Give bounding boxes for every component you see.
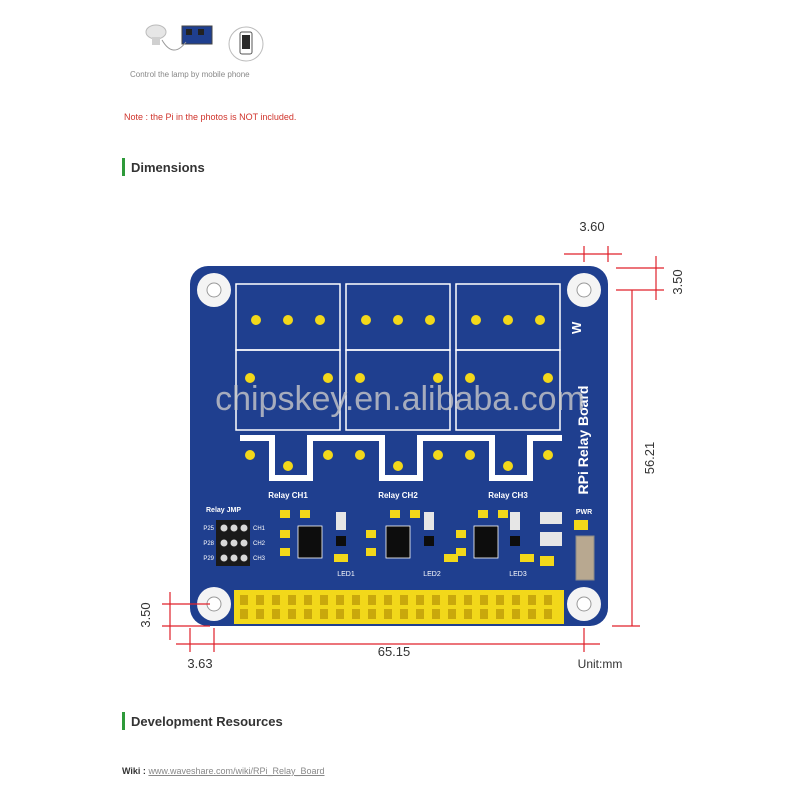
relay-channel-3 (455, 283, 561, 471)
jumper-channel-label: CH2 (253, 541, 266, 547)
gpio-pin (256, 609, 264, 619)
gpio-pin (384, 595, 392, 605)
gpio-pin (256, 595, 264, 605)
dim-unit: Unit:mm (578, 657, 623, 671)
gpio-pin (352, 595, 360, 605)
gpio-pin (288, 595, 296, 605)
gpio-pin (400, 609, 408, 619)
jumper-channel-label: CH3 (253, 556, 266, 562)
dimension-lines (162, 246, 664, 652)
note-text: Note : the Pi in the photos is NOT inclu… (124, 112, 297, 122)
relay-channel-2 (345, 283, 451, 471)
gpio-pin (448, 609, 456, 619)
driver-circuit-3 (456, 510, 534, 562)
gpio-pin (320, 609, 328, 619)
power-circuit (540, 512, 595, 581)
wiki-line: Wiki : www.waveshare.com/wiki/RPi_Relay_… (122, 766, 325, 776)
gpio-pin (464, 595, 472, 605)
dim-bottom-offset: 3.50 (138, 602, 153, 627)
wiki-link[interactable]: www.waveshare.com/wiki/RPi_Relay_Board (148, 766, 325, 776)
dim-top-offset: 3.60 (579, 219, 604, 234)
wiki-label: Wiki : (122, 766, 146, 776)
gpio-pin (320, 595, 328, 605)
heading-accent-bar (122, 158, 125, 176)
gpio-pin (272, 609, 280, 619)
relay-channel-1 (235, 283, 341, 471)
gpio-pin (528, 609, 536, 619)
jumper-pin-label: P28 (203, 541, 214, 547)
mounting-hole-icon (567, 273, 601, 307)
gpio-pin (512, 595, 520, 605)
dim-height: 56.21 (642, 442, 657, 475)
jumper-pin-label: P25 (203, 526, 214, 532)
jumper-block (216, 520, 250, 566)
isolation-slot (240, 435, 562, 481)
gpio-pin (448, 595, 456, 605)
mounting-hole-icon (197, 273, 231, 307)
gpio-pin (528, 595, 536, 605)
led-label: LED1 (337, 571, 355, 578)
gpio-pin (240, 595, 248, 605)
gpio-pin (336, 609, 344, 619)
gpio-pin (480, 595, 488, 605)
development-heading: Development Resources (122, 712, 283, 730)
gpio-pin (240, 609, 248, 619)
dimensions-heading: Dimensions (122, 158, 205, 176)
gpio-pin (496, 595, 504, 605)
pwr-label: PWR (576, 509, 592, 516)
gpio-pin (272, 595, 280, 605)
watermark: chipskey.en.alibaba.com (215, 380, 585, 418)
gpio-pin (416, 609, 424, 619)
channel-label: Relay CH1 (268, 491, 308, 500)
gpio-pin (368, 609, 376, 619)
gpio-pin (512, 609, 520, 619)
gpio-pin (400, 595, 408, 605)
waveshare-logo-icon: W (569, 321, 584, 334)
jumper-channel-label: CH1 (253, 526, 266, 532)
gpio-pin (384, 609, 392, 619)
led-label: LED2 (423, 571, 441, 578)
gpio-pin (480, 609, 488, 619)
gpio-pin (368, 595, 376, 605)
led-label: LED3 (509, 571, 527, 578)
gpio-pin (432, 609, 440, 619)
gpio-pin (432, 595, 440, 605)
gpio-pin (352, 609, 360, 619)
gpio-pin (304, 595, 312, 605)
lamp-icon (145, 24, 167, 45)
gpio-pin (464, 609, 472, 619)
gpio-pin (288, 609, 296, 619)
gpio-pin (544, 609, 552, 619)
gpio-pin (544, 595, 552, 605)
driver-circuit-2 (366, 510, 458, 562)
development-heading-text: Development Resources (131, 713, 283, 729)
mounting-hole-icon (567, 587, 601, 621)
gpio-pin (304, 609, 312, 619)
top-caption: Control the lamp by mobile phone (130, 70, 250, 79)
gpio-pin (336, 595, 344, 605)
gpio-pins (240, 595, 552, 619)
gpio-pin (416, 595, 424, 605)
dim-right-offset: 3.50 (670, 269, 685, 294)
gpio-pin (496, 609, 504, 619)
board-name: RPi Relay Board (575, 386, 591, 495)
dimensions-heading-text: Dimensions (131, 159, 205, 175)
driver-circuit-1 (280, 510, 348, 562)
jumper-pin-label: P29 (203, 556, 214, 562)
mounting-hole-icon (197, 587, 231, 621)
heading-accent-bar (122, 712, 125, 730)
jumper-label: Relay JMP (206, 507, 241, 514)
channel-label: Relay CH2 (378, 491, 418, 500)
dim-left-offset: 3.63 (187, 656, 212, 671)
relay-board-thumb-icon (181, 25, 213, 45)
mobile-phone-icon (228, 26, 264, 62)
pcb-board (190, 266, 608, 626)
channel-label: Relay CH3 (488, 491, 528, 500)
lamp-control-illustration (145, 24, 264, 62)
dim-width: 65.15 (378, 644, 411, 659)
